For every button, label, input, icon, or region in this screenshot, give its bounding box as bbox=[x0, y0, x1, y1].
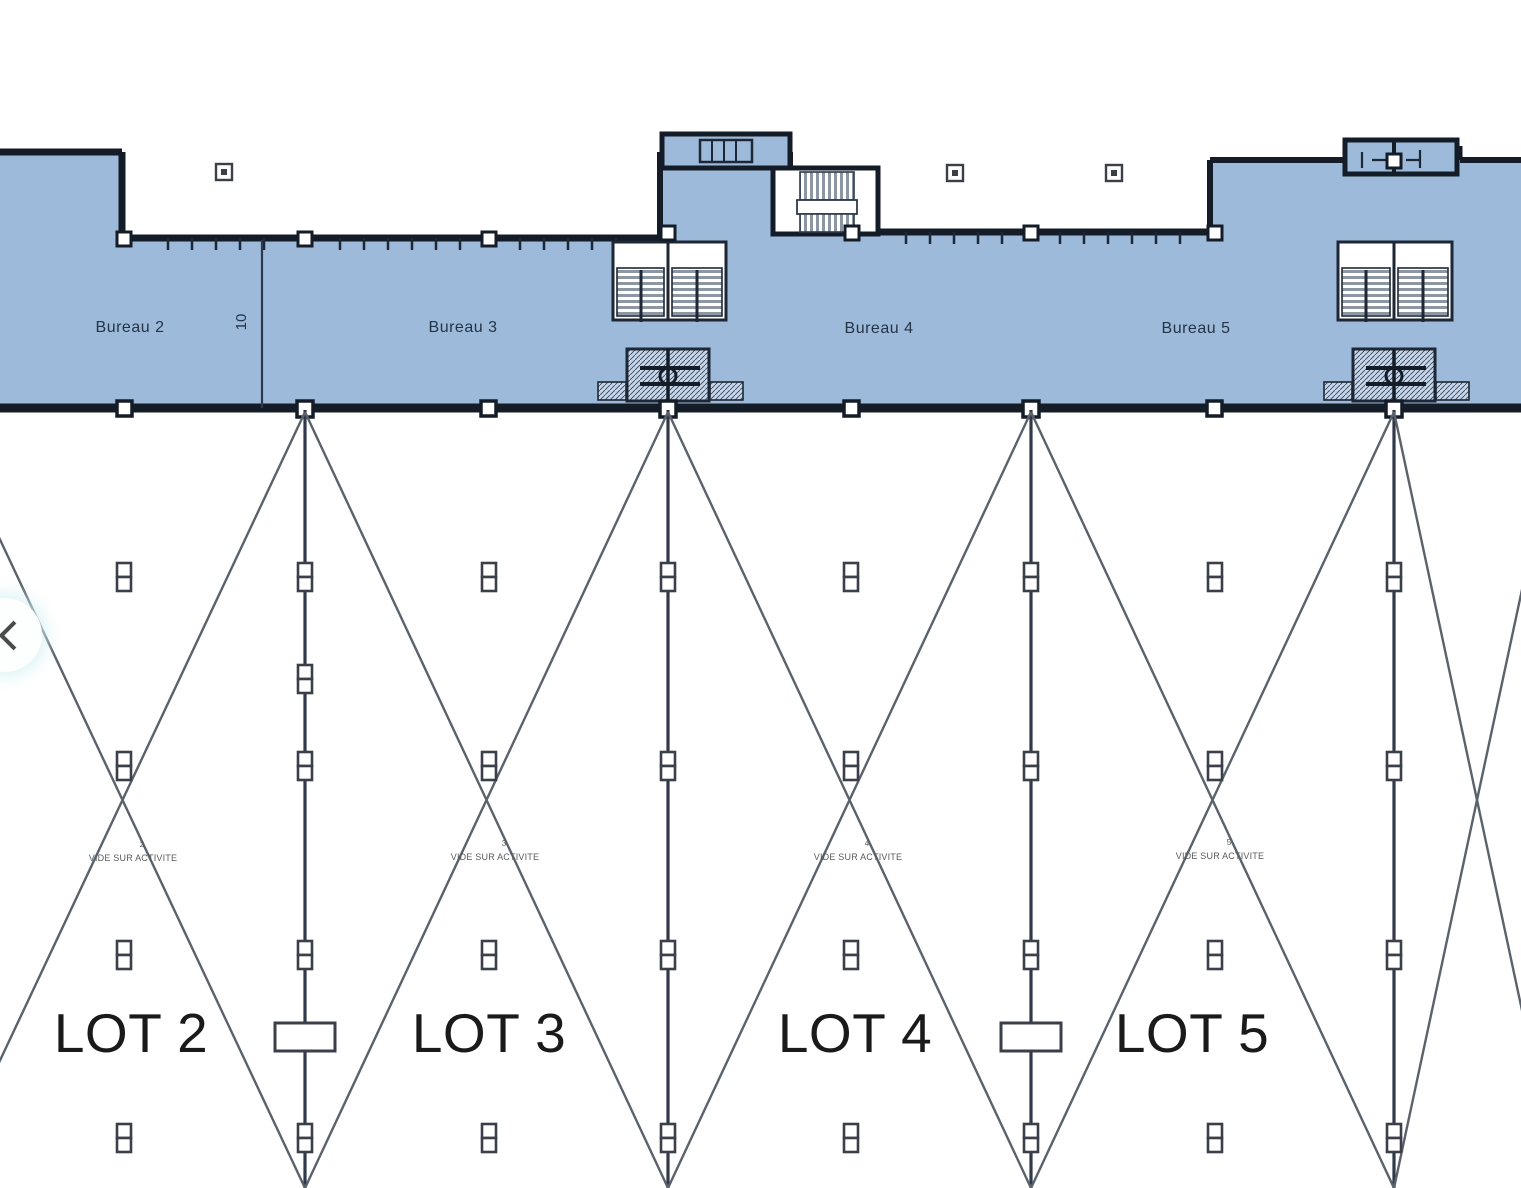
beam-symbols bbox=[273, 1021, 1063, 1053]
void-label-void-4: VIDE SUR ACTIVITE bbox=[814, 852, 902, 862]
grid-column-marker bbox=[1206, 939, 1224, 971]
grid-column-marker bbox=[480, 561, 498, 593]
grid-column-marker bbox=[296, 939, 314, 971]
upper-column-marker bbox=[214, 162, 234, 182]
room-label-bureau-2: Bureau 2 bbox=[96, 319, 165, 336]
grid-column-marker bbox=[480, 750, 498, 782]
grid-column-marker bbox=[1206, 561, 1224, 593]
grid-column-marker bbox=[1385, 1122, 1403, 1154]
grid-column-marker bbox=[659, 1122, 677, 1154]
stair-core-left bbox=[611, 240, 728, 322]
grid-column-marker bbox=[1022, 750, 1040, 782]
lot-label-lot-2: LOT 2 bbox=[54, 1002, 208, 1064]
structural-grid-lines bbox=[303, 410, 1396, 1188]
grid-column-marker bbox=[296, 663, 314, 695]
roof-bracing-diagonals bbox=[0, 411, 1521, 1188]
beam-symbol bbox=[999, 1021, 1063, 1053]
beam-symbol bbox=[273, 1021, 337, 1053]
grid-column-marker bbox=[1206, 750, 1224, 782]
grid-column-marker bbox=[659, 939, 677, 971]
elevator-core-left bbox=[597, 347, 744, 403]
grid-column-marker bbox=[1022, 1122, 1040, 1154]
void-label-void-3: VIDE SUR ACTIVITE bbox=[451, 852, 539, 862]
elevator-core-right bbox=[1323, 347, 1470, 403]
grid-column-marker bbox=[115, 750, 133, 782]
grid-column-marker bbox=[115, 939, 133, 971]
grid-column-marker bbox=[1385, 939, 1403, 971]
grid-column-marker bbox=[480, 1122, 498, 1154]
grid-column-marker bbox=[296, 1122, 314, 1154]
grid-column-marker bbox=[1022, 939, 1040, 971]
grid-column-marker bbox=[1385, 750, 1403, 782]
service-stair-top bbox=[659, 131, 881, 237]
dimension-label-dim-10: 10 bbox=[233, 314, 250, 331]
void-axis-number-void-3: 3 bbox=[502, 839, 507, 848]
void-axis-number-void-5: 5 bbox=[1227, 838, 1232, 847]
dimension-labels-group: 10 bbox=[233, 314, 250, 331]
grid-column-marker bbox=[1022, 561, 1040, 593]
grid-column-marker bbox=[480, 939, 498, 971]
chevron-left-icon bbox=[0, 620, 28, 650]
upper-column-marker bbox=[945, 163, 965, 183]
grid-column-marker bbox=[659, 561, 677, 593]
grid-column-marker bbox=[115, 1122, 133, 1154]
grid-column-marker bbox=[842, 750, 860, 782]
service-block-top-right bbox=[1342, 137, 1460, 177]
room-label-bureau-4: Bureau 4 bbox=[845, 320, 914, 337]
void-axis-number-void-4: 4 bbox=[865, 839, 870, 848]
upper-column-marker bbox=[1104, 163, 1124, 183]
grid-column-marker bbox=[842, 561, 860, 593]
office-floor-fill bbox=[0, 146, 1521, 408]
grid-column-markers bbox=[115, 561, 1403, 1154]
room-label-bureau-5: Bureau 5 bbox=[1162, 320, 1231, 337]
grid-column-marker bbox=[842, 1122, 860, 1154]
room-labels-group: Bureau 2 Bureau 3 Bureau 4 Bureau 5 bbox=[96, 319, 1231, 337]
void-label-void-5: VIDE SUR ACTIVITE bbox=[1176, 851, 1264, 861]
room-label-bureau-3: Bureau 3 bbox=[429, 319, 498, 336]
void-axis-number-void-2: 2 bbox=[140, 840, 145, 849]
grid-column-marker bbox=[1385, 561, 1403, 593]
lot-label-lot-3: LOT 3 bbox=[412, 1002, 566, 1064]
grid-column-marker bbox=[842, 939, 860, 971]
grid-column-marker bbox=[1206, 1122, 1224, 1154]
grid-column-marker bbox=[296, 750, 314, 782]
lot-label-lot-5: LOT 5 bbox=[1115, 1002, 1269, 1064]
void-label-void-2: VIDE SUR ACTIVITE bbox=[89, 853, 177, 863]
facade-column-nodes bbox=[115, 152, 1404, 419]
grid-column-marker bbox=[115, 561, 133, 593]
office-floor-zone bbox=[0, 146, 1521, 408]
grid-column-marker bbox=[296, 561, 314, 593]
upper-column-markers bbox=[214, 162, 1124, 183]
lot-label-lot-4: LOT 4 bbox=[778, 1002, 932, 1064]
lot-labels-group: LOT 2 LOT 3 LOT 4 LOT 5 bbox=[54, 1002, 1269, 1064]
grid-column-marker bbox=[659, 750, 677, 782]
stair-core-right bbox=[1336, 240, 1454, 322]
